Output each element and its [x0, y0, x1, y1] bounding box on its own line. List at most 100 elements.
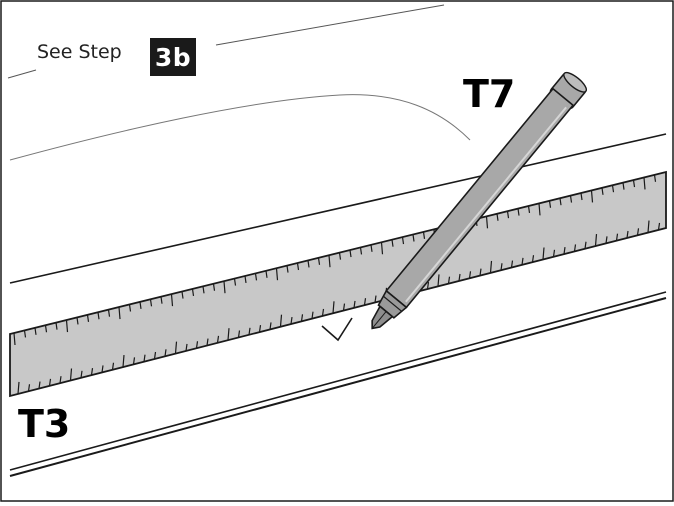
ruler-tick	[111, 362, 115, 370]
ruler-tick	[300, 314, 304, 322]
surface-bottom-line	[9, 297, 667, 477]
ruler-tick	[76, 317, 79, 325]
ruler-tick	[23, 330, 27, 338]
ruler-tick	[370, 244, 373, 252]
ruler-tick	[107, 309, 111, 317]
ruler-tick	[590, 190, 594, 203]
check-mark-icon	[321, 317, 353, 342]
ruler-tick	[153, 351, 157, 360]
ruler-tick	[65, 319, 69, 333]
ruler-tick	[206, 338, 209, 346]
ruler-tick	[359, 247, 363, 255]
ruler-tick	[521, 257, 524, 265]
ruler-tick	[212, 283, 216, 291]
ruler-tick	[321, 308, 325, 317]
ruler-tick	[573, 244, 577, 252]
ruler-tick	[258, 325, 262, 333]
ruler-tick	[269, 322, 272, 330]
ruler-tick	[647, 220, 650, 233]
ruler-tick	[101, 365, 104, 373]
ruler-tick	[412, 234, 415, 242]
ruler-tick	[580, 192, 583, 201]
ruler-tick	[548, 200, 552, 208]
ruler-tick	[496, 213, 499, 221]
ruler-tick	[615, 233, 619, 241]
ruler-tick	[489, 260, 493, 273]
ruler-tick	[286, 265, 289, 273]
ruler-tick	[380, 242, 384, 255]
ruler-tick	[307, 260, 310, 268]
ruler-tick	[139, 301, 142, 309]
ruler-tick	[17, 381, 20, 395]
ruler-tick	[584, 241, 587, 249]
ruler-tick	[254, 273, 258, 281]
ruler-tick	[636, 228, 640, 236]
ruler-tick	[506, 211, 510, 219]
ruler-tick	[233, 278, 237, 286]
ruler-tick	[160, 296, 163, 304]
ruler-tick	[363, 298, 367, 306]
ruler-tick	[181, 291, 184, 299]
ruler-tick	[468, 271, 472, 279]
ruler-tick	[80, 370, 83, 378]
ruler-tick	[191, 288, 195, 297]
ruler-tick	[517, 208, 520, 216]
ruler-tick	[132, 357, 136, 365]
ruler-tick	[34, 327, 37, 335]
ruler-tick	[97, 312, 100, 320]
ruler-tick	[485, 216, 489, 229]
ruler-tick	[338, 252, 342, 260]
ruler-tick	[48, 378, 52, 386]
ruler-tick	[531, 255, 535, 263]
ruler-tick	[527, 205, 531, 214]
marker-pen-icon	[371, 71, 588, 330]
ruler-tick	[290, 316, 293, 325]
surface-edge-line	[9, 133, 667, 284]
ruler-tick	[27, 384, 31, 392]
ruler-tick	[143, 354, 146, 362]
ruler-tick	[594, 234, 598, 247]
ruler-tick	[13, 332, 16, 346]
ruler-tick	[296, 262, 300, 271]
ruler-tick	[500, 263, 503, 271]
ruler-tick	[401, 236, 405, 245]
ruler-tick	[563, 247, 566, 255]
ruler-tick	[605, 236, 608, 244]
ruler-tick	[38, 381, 41, 389]
ruler-tick	[202, 286, 205, 294]
ruler-tick	[349, 249, 352, 258]
ruler-tick	[122, 355, 125, 368]
ruler-tick	[332, 301, 335, 314]
ruler-tick	[69, 368, 73, 381]
ruler-tick	[437, 274, 440, 287]
ruler-tick	[542, 247, 545, 260]
ruler-tick	[622, 182, 625, 190]
ruler-tick	[353, 300, 356, 308]
ruler-tick	[426, 281, 430, 290]
ruler-tick	[643, 177, 646, 190]
ruler-tick	[237, 330, 241, 338]
marker-label: T7	[463, 72, 516, 116]
ruler-tick	[59, 376, 62, 384]
step-badge[interactable]: 3b	[150, 38, 196, 76]
ruler-tick	[601, 187, 604, 195]
ruler-tick	[311, 311, 314, 319]
ruler-tick	[391, 239, 394, 247]
ruler-tick	[479, 268, 482, 276]
ruler-tick	[538, 203, 541, 216]
surface-bottom-line	[9, 291, 667, 471]
ruler-tick	[90, 368, 94, 376]
ruler-tick	[510, 260, 514, 268]
ruler-tick	[223, 281, 226, 294]
ruler-tick	[44, 325, 48, 333]
ruler-tick	[328, 255, 331, 268]
ruler-tick	[374, 295, 377, 303]
ruler-tick	[86, 314, 90, 322]
ruler-tick	[149, 299, 153, 307]
ruler-tick	[657, 222, 661, 231]
ruler-tick	[559, 198, 562, 206]
ruler-tick	[458, 273, 461, 282]
ruler-tick	[248, 327, 251, 335]
see-step-text: See Step	[37, 41, 122, 63]
